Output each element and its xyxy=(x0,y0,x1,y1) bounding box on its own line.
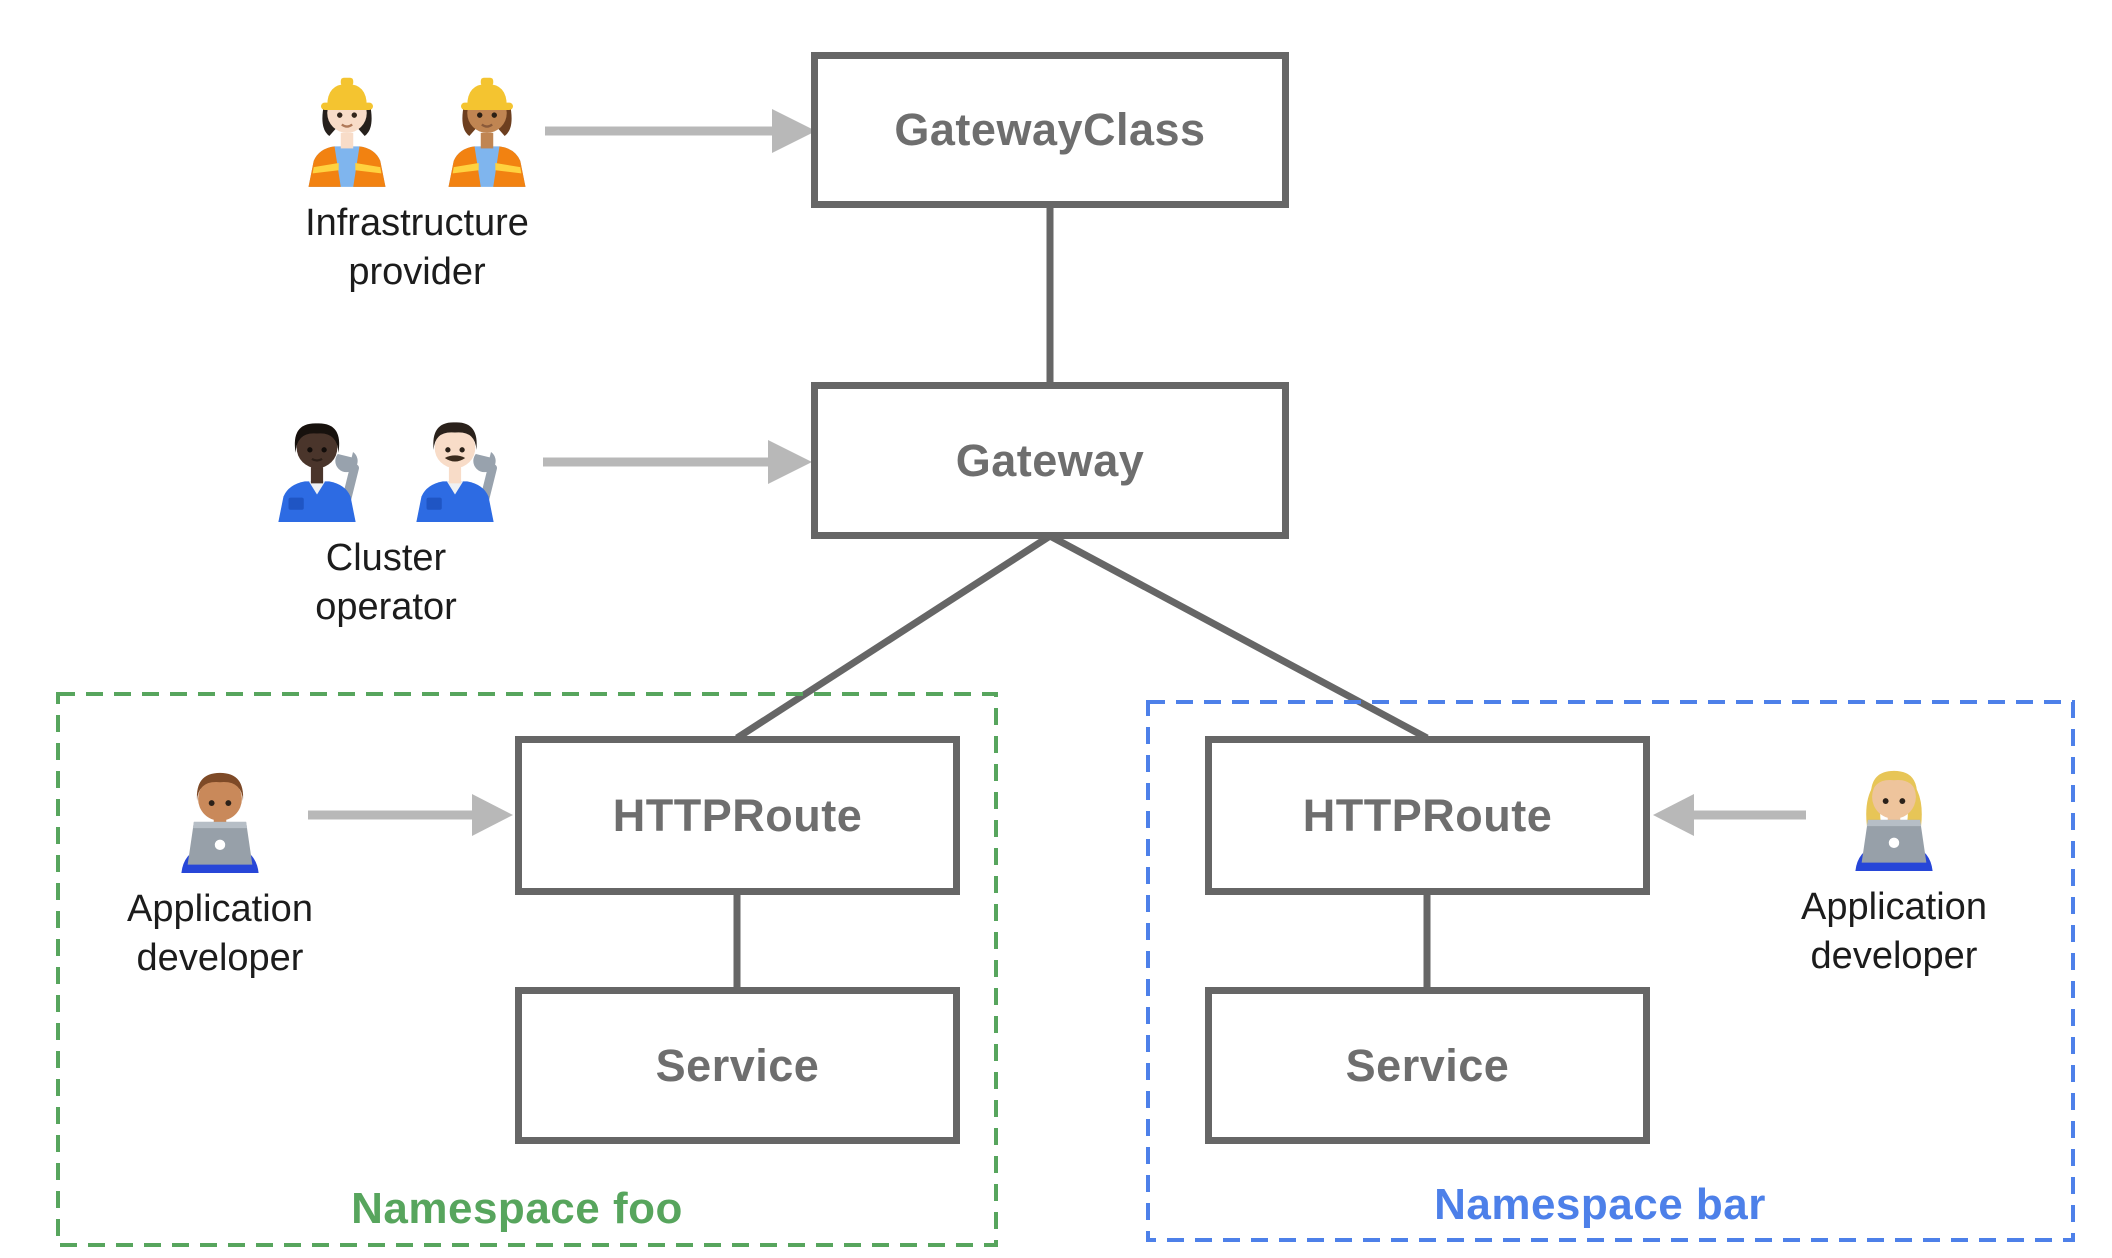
mechanic-dark-skin-icon xyxy=(266,400,368,522)
node-gateway: Gateway xyxy=(811,382,1289,539)
node-httproute-foo-label: HTTPRoute xyxy=(612,789,863,841)
man-technologist-medium-skin-icon xyxy=(166,753,274,873)
node-service-bar-label: Service xyxy=(1345,1039,1510,1091)
cluster-operator-icons xyxy=(266,400,506,522)
persona-application-developer-foo: Application developer xyxy=(70,753,370,983)
connector-gateway-httproute-bar xyxy=(1048,532,1429,742)
arrow-developer-to-httproute-bar xyxy=(1653,794,1806,836)
arrow-developer-to-httproute-foo xyxy=(308,794,513,836)
node-gatewayclass: GatewayClass xyxy=(811,52,1289,208)
persona-cluster-operator: Cluster operator xyxy=(236,400,536,632)
infrastructure-provider-label: Infrastructure provider xyxy=(305,202,529,293)
namespace-bar-border xyxy=(1146,700,2075,1242)
woman-construction-worker-medium-skin-icon xyxy=(435,62,539,187)
woman-technologist-light-skin-icon xyxy=(1840,751,1948,871)
node-gateway-label: Gateway xyxy=(955,434,1145,486)
connector-lines xyxy=(733,207,1431,989)
persona-infrastructure-provider: Infrastructure provider xyxy=(267,62,567,297)
connector-gateway-httproute-foo xyxy=(735,533,1052,741)
arrow-infrastructure-to-gatewayclass xyxy=(545,109,816,153)
application-developer-bar-label: Application developer xyxy=(1801,886,1987,977)
application-developer-foo-icons xyxy=(166,753,274,873)
woman-construction-worker-light-skin-icon xyxy=(295,62,399,187)
node-httproute-bar-label: HTTPRoute xyxy=(1302,789,1553,841)
node-httproute-bar: HTTPRoute xyxy=(1205,736,1650,895)
application-developer-bar-icons xyxy=(1840,751,1948,871)
node-service-foo: Service xyxy=(515,987,960,1144)
namespace-bar-label: Namespace bar xyxy=(1434,1180,1766,1229)
node-gatewayclass-label: GatewayClass xyxy=(894,104,1206,155)
cluster-operator-label: Cluster operator xyxy=(315,537,457,628)
application-developer-foo-label: Application developer xyxy=(127,888,313,979)
infrastructure-provider-icons xyxy=(295,62,539,187)
namespace-borders xyxy=(56,692,2075,1247)
arrow-cluster-to-gateway xyxy=(543,440,812,484)
node-httproute-foo: HTTPRoute xyxy=(515,736,960,895)
namespace-foo-border xyxy=(56,692,998,1247)
node-service-foo-label: Service xyxy=(655,1039,820,1091)
man-mechanic-light-skin-icon xyxy=(404,400,506,522)
namespace-foo-label: Namespace foo xyxy=(351,1184,683,1233)
node-service-bar: Service xyxy=(1205,987,1650,1144)
persona-application-developer-bar: Application developer xyxy=(1744,751,2044,981)
actor-arrows xyxy=(308,109,1806,836)
